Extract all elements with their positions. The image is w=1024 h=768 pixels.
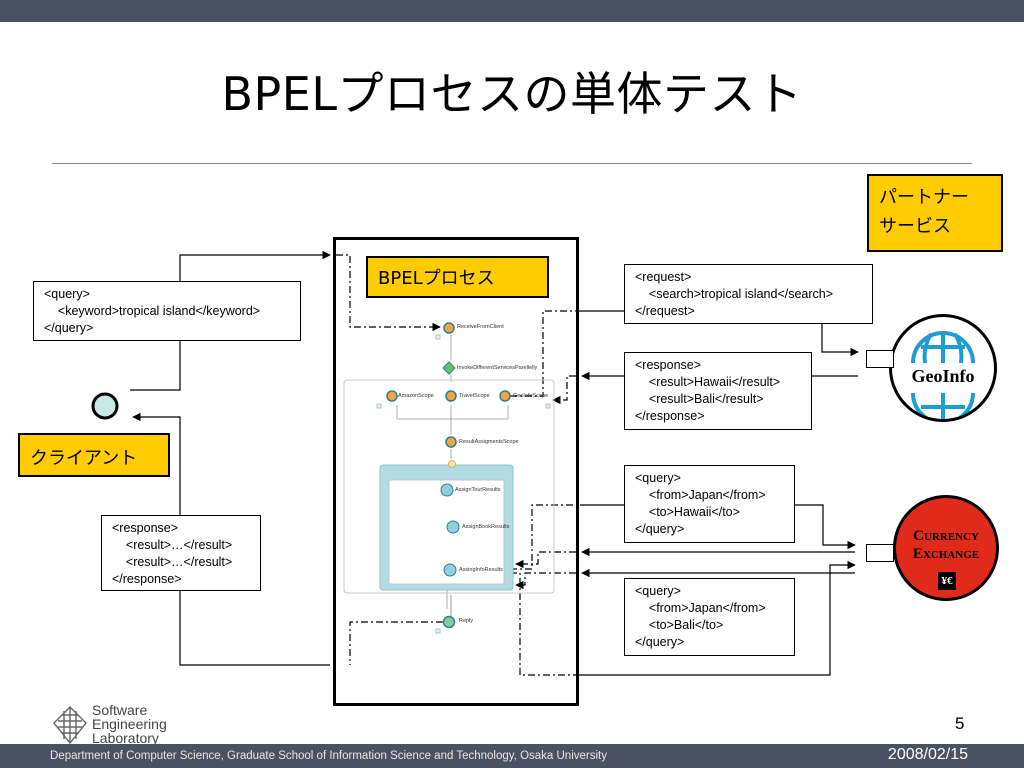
client-label: クライアント	[18, 433, 170, 477]
amazon-label: AmazonScope	[398, 393, 434, 399]
invoke-node	[442, 361, 456, 375]
result-scope-label: ResultAssigmentsScope	[459, 439, 519, 445]
travel-node	[445, 390, 457, 402]
assign-book-label: AssignBookResults	[462, 524, 510, 530]
bpel-process-label: BPELプロセス	[366, 256, 549, 298]
currency-query-box-1: <query> <from>Japan</from> <to>Hawaii</t…	[624, 465, 795, 543]
currency-service-name-1: Currency	[913, 528, 979, 544]
assign-tour-node	[440, 483, 454, 497]
geoinfo-service-icon: GeoInfo	[889, 314, 997, 422]
title-divider	[52, 163, 972, 164]
bpel-flow-diagram	[343, 322, 555, 634]
footer-bar	[0, 744, 1024, 768]
connector-reply-dashdot	[349, 621, 443, 665]
reply-port	[435, 628, 441, 634]
client-label-text: クライアント	[30, 448, 138, 469]
page-number: 5	[955, 714, 965, 733]
connector-cur-req2	[580, 560, 856, 676]
header-bar	[0, 0, 1024, 22]
reply-label: Reply	[459, 618, 474, 624]
currency-service-name-2: Exchange	[912, 546, 980, 562]
partner-label-line2: サービス	[879, 216, 951, 237]
geo-request-box: <request> <search>tropical island</searc…	[624, 264, 873, 324]
connector-cur-resp1-dashdot	[515, 551, 576, 569]
lab-logo-line2: Engineering	[92, 716, 167, 732]
footer-date: 2008/02/15	[887, 746, 968, 763]
geo-response-box: <response> <result>Hawaii</result> <resu…	[624, 352, 812, 430]
assign-book-node	[446, 520, 460, 534]
geoinfo-node	[499, 390, 511, 402]
lab-logo-line1: Software	[92, 702, 148, 718]
geoinfo-service-name: GeoInfo	[911, 366, 975, 386]
assign-tour-label: AssignTourResults	[455, 487, 501, 493]
currency-symbol-icon: ¥€	[938, 572, 956, 590]
currency-query-box-2: <query> <from>Japan</from> <to>Bali</to>…	[624, 578, 795, 656]
globe-icon	[911, 331, 975, 419]
geoinfo-label: GeoInfoScope	[513, 393, 549, 399]
reply-node	[442, 615, 456, 629]
amazon-port	[376, 403, 382, 409]
amazon-node	[386, 390, 398, 402]
merge-node	[448, 460, 456, 468]
footer-text: Department of Computer Science, Graduate…	[50, 750, 607, 762]
client-query-box: <query> <keyword>tropical island</keywor…	[33, 281, 301, 341]
invoke-label: InvokeDifferentServicesParellelly	[457, 365, 538, 371]
lab-logo: Software Engineering Laboratory	[50, 703, 200, 747]
receive-port	[435, 334, 441, 340]
client-icon	[91, 392, 119, 420]
assign-info-label: AssingInfoResults	[459, 567, 504, 573]
connector-geo-request-dashdot	[510, 310, 580, 397]
geoinfo-port	[545, 403, 551, 409]
partner-service-label: パートナー サービス	[867, 174, 1003, 252]
lab-logo-line3: Laboratory	[92, 730, 159, 746]
slide-title: BPELプロセスの単体テスト	[221, 67, 803, 121]
travel-label: TravelScope	[459, 393, 490, 399]
partner-label-line1: パートナー	[879, 187, 969, 208]
bpel-process-frame	[333, 237, 579, 706]
currency-symbol-text: ¥€	[941, 575, 953, 587]
geoinfo-port-box	[866, 350, 894, 368]
connector-cur-resp2-dashdot	[515, 572, 576, 590]
assign-info-node	[443, 563, 457, 577]
connector-geo-response-dashdot	[552, 375, 576, 405]
receive-label: ReceiveFromClient	[457, 324, 504, 330]
node-icons	[376, 322, 551, 634]
currency-service-icon: Currency Exchange ¥€	[893, 495, 999, 601]
lab-logo-icon	[53, 706, 87, 745]
bpel-process-label-text: BPELプロセス	[378, 268, 495, 289]
currency-port-box	[866, 544, 894, 562]
result-scope-node	[445, 436, 457, 448]
client-response-box: <response> <result>…</result> <result>…<…	[101, 515, 261, 591]
connector-receive-dashdot	[336, 254, 441, 332]
connector-cur-req1-dashdot	[510, 504, 580, 570]
receive-node	[443, 322, 455, 334]
connector-cur-req2-dashdot	[510, 572, 580, 676]
